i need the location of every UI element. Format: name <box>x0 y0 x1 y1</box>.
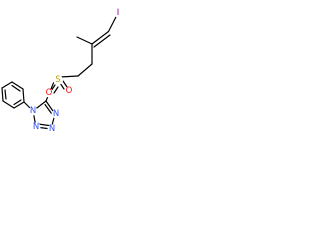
atom-n3: N <box>47 124 57 134</box>
bond-s-o-left-b <box>53 86 59 94</box>
bond-ph-6 <box>13 101 25 109</box>
molecule-structure-diagram: I S O O N N N N <box>0 0 150 150</box>
atom-sulfur: S <box>53 75 63 85</box>
bond-ph-inner-3 <box>13 99 22 106</box>
atom-n2: N <box>31 122 41 132</box>
bond-ph-2 <box>11 81 24 90</box>
atom-label-n3: N <box>49 124 55 134</box>
bond-s-o-right-b <box>62 80 68 88</box>
atom-label-n4: N <box>53 109 59 119</box>
bond-ph-3 <box>1 81 13 89</box>
bond-ph-inner-2 <box>4 89 7 100</box>
bond-n2-n3-b <box>37 123 50 127</box>
atom-label-sulfur: S <box>55 75 60 85</box>
atom-n4: N <box>51 109 61 119</box>
bond-c-i <box>107 14 118 33</box>
atom-label-iodine: I <box>117 8 120 18</box>
atom-n1: N <box>28 106 38 116</box>
molecule-svg: I S O O N N N N <box>1 8 123 134</box>
bond-ph-1 <box>22 88 25 103</box>
bond-ph-5 <box>2 100 15 109</box>
atom-oxygen-right: O <box>64 86 74 96</box>
bond-n4-c5-b <box>44 103 53 115</box>
bond-methyl <box>76 36 93 45</box>
atom-label-n2: N <box>33 122 39 132</box>
bond-vinyl-double-2 <box>93 34 111 48</box>
bond-vinyl-double-1 <box>91 30 110 45</box>
atom-oxygen-left: O <box>44 88 54 98</box>
bond-ph-inner-1 <box>11 84 21 92</box>
atom-iodine: I <box>113 8 123 18</box>
bond-c1-s <box>59 75 79 78</box>
atom-label-n1: N <box>30 106 36 116</box>
atom-label-oxygen-left: O <box>46 88 53 98</box>
bond-c2-c1 <box>77 63 93 77</box>
atom-label-oxygen-right: O <box>66 86 73 96</box>
bond-ph-4 <box>1 87 4 102</box>
